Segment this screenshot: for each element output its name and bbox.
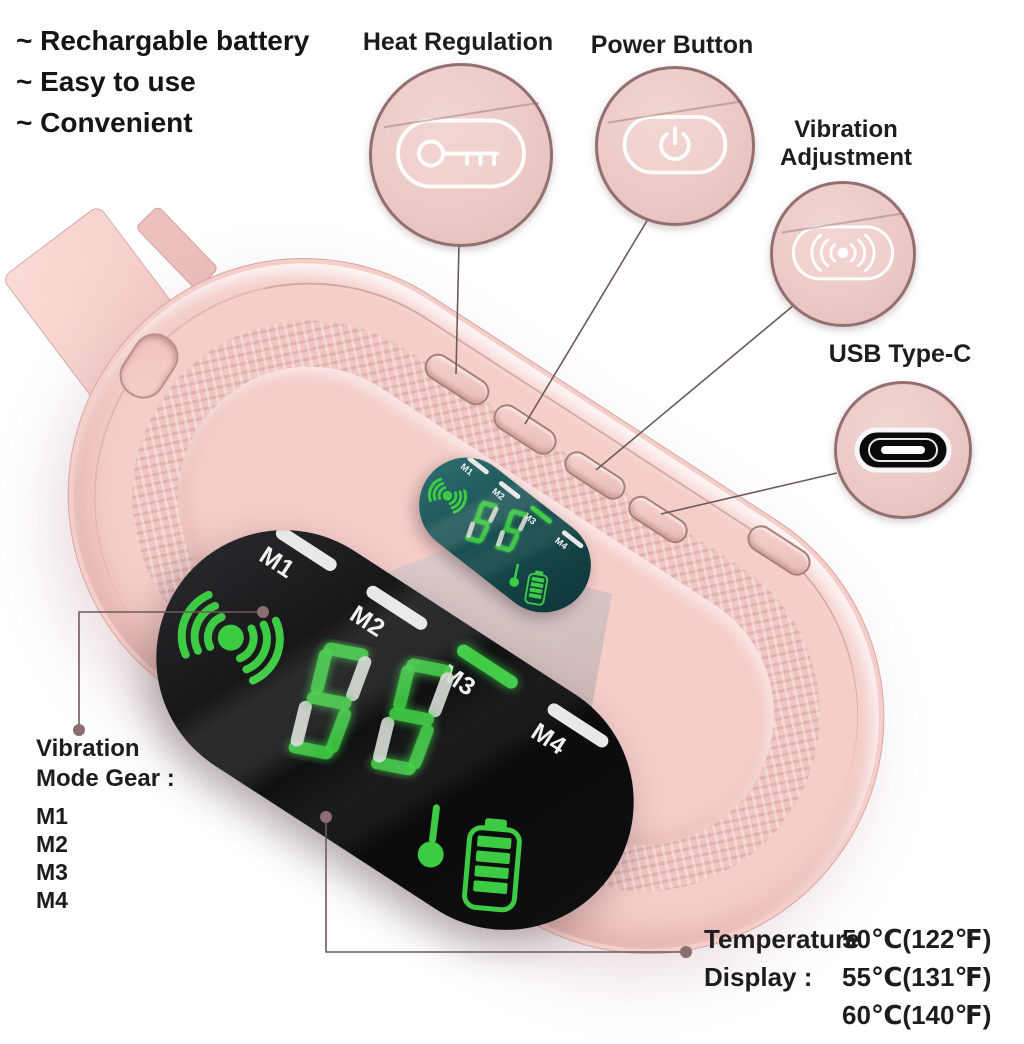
thermometer-icon	[417, 804, 444, 868]
power-icon	[622, 115, 728, 175]
temperature-value: 60℃(140℉)	[842, 1000, 992, 1030]
temperature-value: 55℃(131℉)	[842, 962, 992, 992]
mode-label: M1	[458, 461, 476, 478]
vibration-label-line1: Vibration	[794, 116, 898, 143]
vibration-signal-icon	[427, 477, 468, 514]
power-button-callout	[595, 66, 755, 226]
battery-icon	[462, 818, 522, 913]
usb-c-port-icon	[854, 427, 952, 473]
temperature-title-line2: Display :	[704, 962, 813, 992]
heat-regulation-callout	[369, 63, 553, 247]
key-icon	[396, 118, 526, 189]
mode-label: M3	[435, 658, 481, 702]
heat-regulation-label: Heat Regulation	[362, 28, 554, 56]
vibration-adjustment-label: Vibration Adjustment	[780, 116, 912, 172]
usb-type-c-label: USB Type-C	[828, 340, 972, 368]
vibration-label-line2: Adjustment	[780, 144, 912, 171]
vibration-signal-icon	[177, 590, 284, 685]
vibration-adjustment-callout	[770, 181, 916, 327]
legend-mode-item: M2	[36, 831, 68, 857]
feature-item: ~ Rechargable battery	[16, 25, 310, 56]
temperature-digits	[277, 635, 465, 785]
temperature-values: 50℃(122℉) 55℃(131℉) 60℃(140℉)	[842, 920, 991, 1034]
vibration-mode-legend: Vibration Mode Gear : M1 M2 M3 M4	[36, 734, 175, 914]
battery-icon	[524, 570, 549, 606]
mode-label: M3	[521, 510, 539, 527]
legend-mode-item: M4	[36, 887, 68, 913]
power-button-label: Power Button	[590, 31, 754, 59]
legend-title-line1: Vibration	[36, 735, 140, 762]
usb-type-c-callout	[834, 381, 972, 519]
temperature-value: 50℃(122℉)	[842, 924, 992, 954]
temperature-title-line1: Temperature	[704, 924, 860, 954]
legend-title-line2: Mode Gear :	[36, 765, 175, 792]
device-led-display: M1 M2 M3 M4	[400, 438, 610, 632]
temperature-display-legend: Temperature Display :	[704, 920, 860, 996]
feature-list: ~ Rechargable battery ~ Easy to use ~ Co…	[16, 20, 309, 143]
temperature-digits	[461, 498, 533, 557]
feature-item: ~ Easy to use	[16, 66, 196, 97]
legend-mode-item: M3	[36, 859, 68, 885]
thermometer-icon	[509, 563, 520, 587]
mode-label: M4	[526, 717, 572, 761]
mode-label: M2	[489, 485, 507, 503]
feature-item: ~ Convenient	[16, 107, 193, 138]
mode-label: M2	[344, 600, 391, 644]
legend-mode-item: M1	[36, 803, 68, 829]
vibration-waves-icon	[791, 225, 895, 281]
mode-label: M1	[254, 541, 300, 585]
mode-label: M4	[552, 535, 570, 552]
